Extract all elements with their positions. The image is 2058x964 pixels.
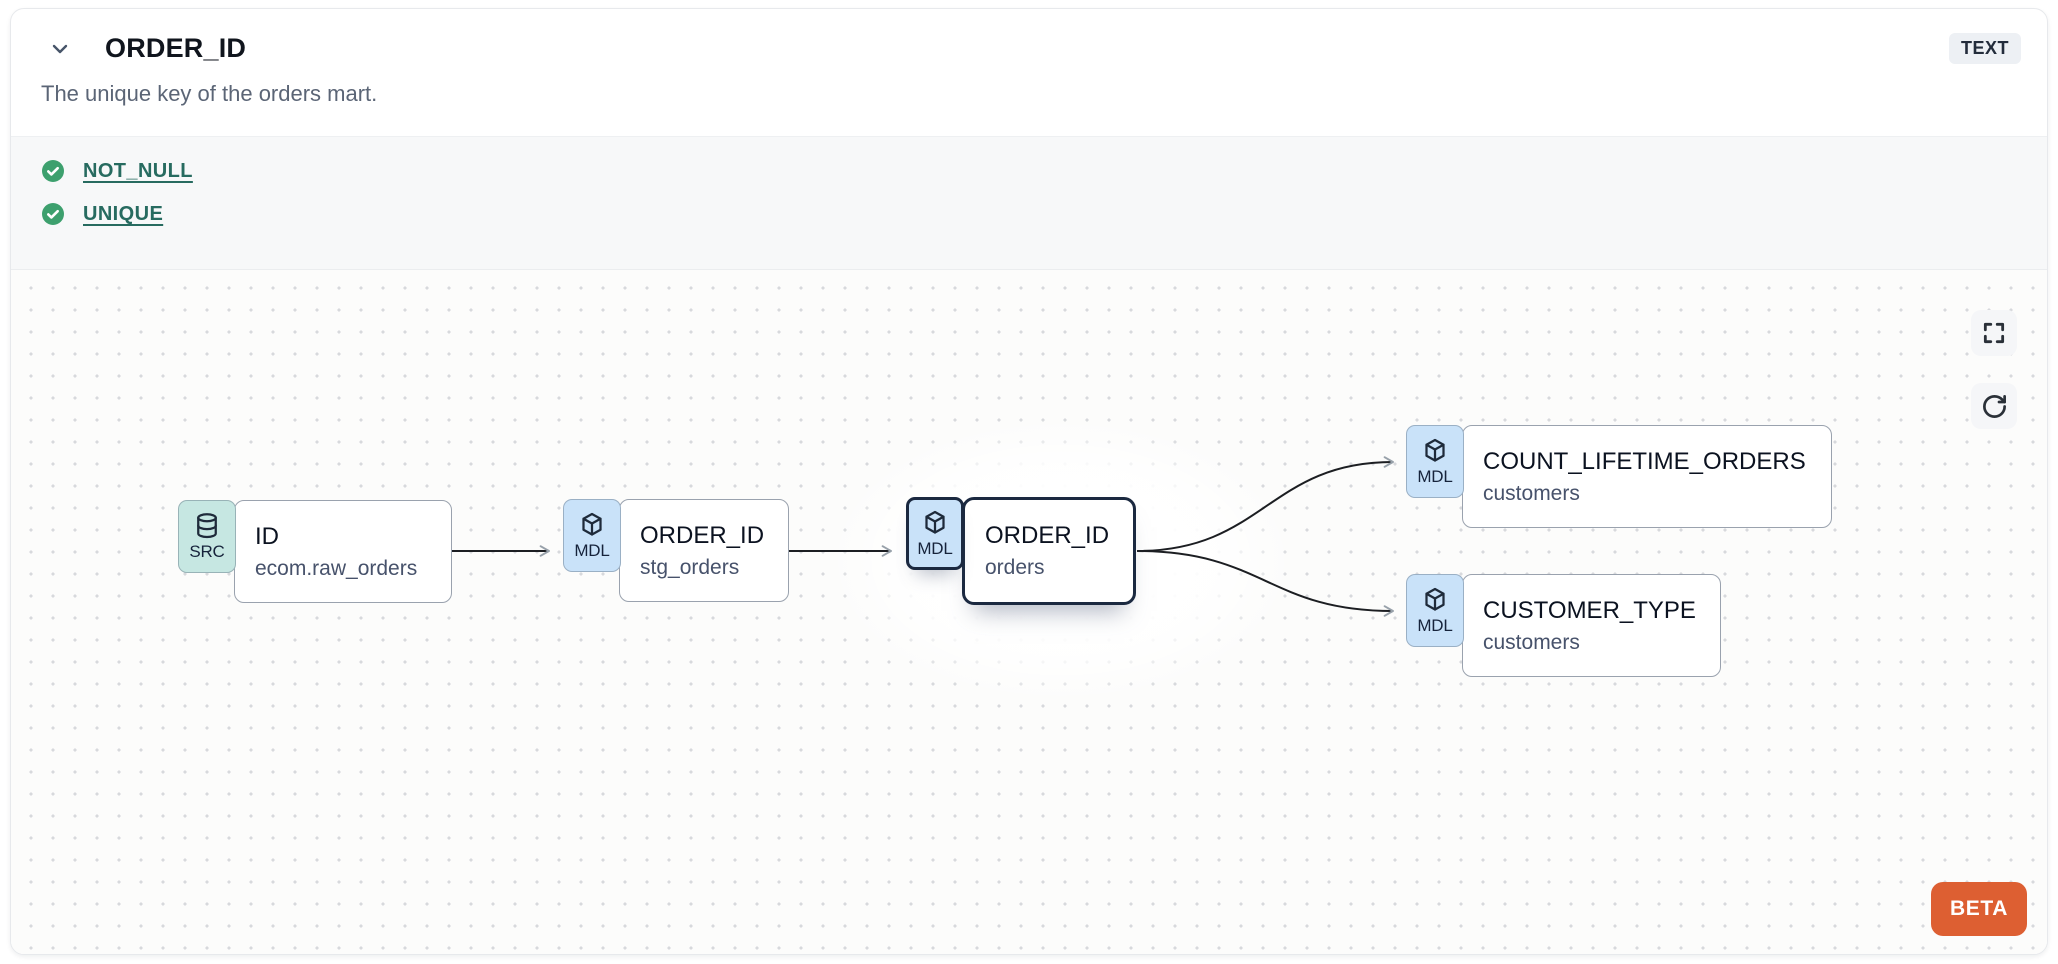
node-subtitle: customers bbox=[1483, 630, 1580, 654]
lineage-edges bbox=[452, 456, 1394, 617]
collapse-button[interactable] bbox=[45, 34, 75, 64]
beta-badge: BETA bbox=[1930, 882, 2027, 936]
tests-section: NOT_NULL UNIQUE bbox=[11, 136, 2047, 269]
node-subtitle: orders bbox=[985, 556, 1045, 579]
node-title: CUSTOMER_TYPE bbox=[1483, 596, 1696, 624]
check-circle-icon bbox=[42, 160, 64, 182]
fullscreen-button[interactable] bbox=[1971, 310, 2017, 356]
node-subtitle: stg_orders bbox=[640, 555, 740, 579]
node-type-label: MDL bbox=[1417, 616, 1453, 635]
node-card: CUSTOMER_TYPE customers bbox=[1462, 574, 1721, 677]
node-subtitle: ecom.raw_orders bbox=[255, 556, 418, 580]
node-title: COUNT_LIFETIME_ORDERS bbox=[1483, 447, 1806, 475]
column-description: The unique key of the orders mart. bbox=[41, 81, 378, 106]
cube-icon bbox=[582, 512, 602, 536]
node-type-badge: MDL bbox=[563, 499, 621, 572]
node-type-badge: SRC bbox=[178, 500, 236, 573]
node-type-badge: MDL bbox=[1406, 425, 1464, 498]
chevron-down-icon bbox=[52, 44, 68, 53]
node-type-label: MDL bbox=[917, 539, 953, 558]
page-title: ORDER_ID bbox=[105, 33, 247, 63]
node-type-badge: MDL bbox=[1406, 574, 1464, 647]
lineage-node-downstream-2[interactable]: MDL CUSTOMER_TYPE customers bbox=[1406, 574, 1721, 677]
node-type-badge: MDL bbox=[906, 497, 964, 570]
node-type-label: SRC bbox=[189, 542, 225, 561]
node-title: ORDER_ID bbox=[985, 522, 1110, 549]
test-link-not-null[interactable]: NOT_NULL bbox=[83, 159, 193, 182]
node-subtitle: customers bbox=[1483, 481, 1580, 505]
column-details-panel: ORDER_ID TEXT The unique key of the orde… bbox=[10, 8, 2048, 955]
node-type-label: MDL bbox=[574, 541, 610, 560]
node-title: ID bbox=[255, 522, 279, 550]
test-row: NOT_NULL bbox=[41, 159, 2017, 183]
node-card: ORDER_ID stg_orders bbox=[619, 499, 790, 602]
node-card: ID ecom.raw_orders bbox=[234, 500, 452, 603]
cube-icon bbox=[1425, 438, 1445, 462]
node-title: ORDER_ID bbox=[640, 521, 765, 549]
node-card: ORDER_ID orders bbox=[962, 497, 1137, 605]
canvas-controls bbox=[1971, 310, 2017, 429]
test-link-unique[interactable]: UNIQUE bbox=[83, 202, 164, 225]
test-row: UNIQUE bbox=[41, 202, 2017, 226]
node-card: COUNT_LIFETIME_ORDERS customers bbox=[1462, 425, 1832, 528]
database-icon bbox=[197, 513, 217, 539]
header: ORDER_ID TEXT The unique key of the orde… bbox=[11, 9, 2047, 136]
node-type-label: MDL bbox=[1417, 467, 1453, 486]
lineage-node-staging[interactable]: MDL ORDER_ID stg_orders bbox=[563, 499, 790, 602]
lineage-node-selected[interactable]: MDL ORDER_ID orders bbox=[906, 497, 1137, 605]
lineage-canvas[interactable]: SRC ID ecom.raw_orders MDL ORDER_ID stg_… bbox=[11, 269, 2047, 954]
cube-icon bbox=[925, 510, 945, 534]
refresh-button[interactable] bbox=[1971, 383, 2017, 429]
refresh-icon bbox=[1982, 394, 2006, 418]
maximize-icon bbox=[1983, 322, 2005, 344]
type-badge: TEXT bbox=[1948, 33, 2021, 64]
lineage-node-downstream-1[interactable]: MDL COUNT_LIFETIME_ORDERS customers bbox=[1406, 425, 1832, 528]
cube-icon bbox=[1425, 587, 1445, 611]
lineage-node-source[interactable]: SRC ID ecom.raw_orders bbox=[178, 500, 452, 603]
check-circle-icon bbox=[42, 203, 64, 225]
